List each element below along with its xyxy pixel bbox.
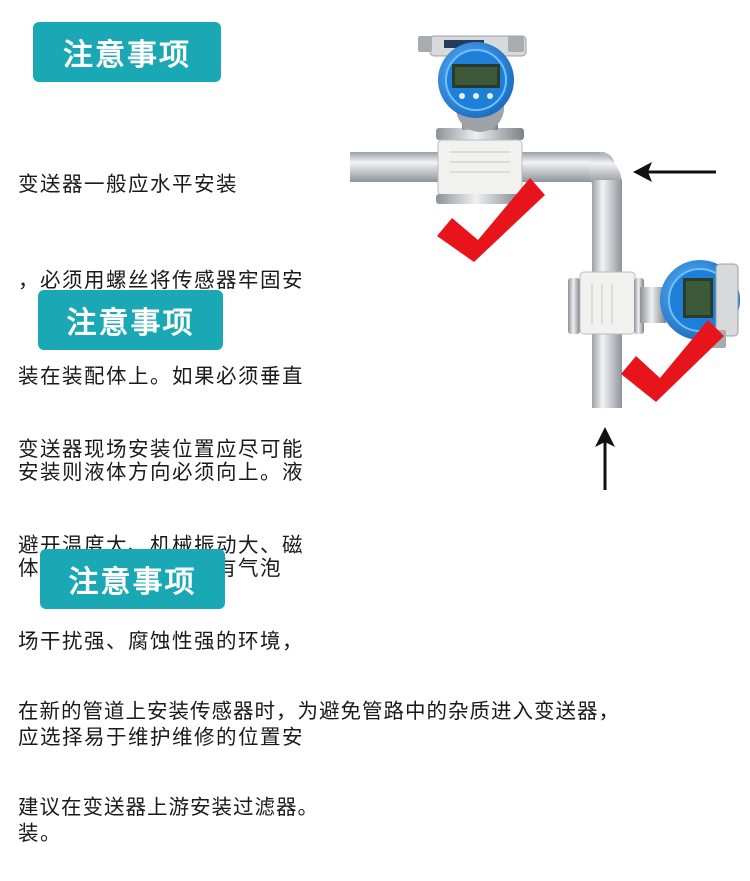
section-1-line: 安装则液体方向必须向上。液	[18, 460, 304, 484]
section-2-heading: 注意事项	[38, 290, 223, 350]
section-1-heading: 注意事项	[33, 22, 221, 82]
section-1-line: 变送器一般应水平安装	[18, 172, 238, 196]
flowmeter-horizontal	[418, 35, 527, 204]
installation-diagram	[350, 35, 740, 490]
checkmark-icon	[621, 320, 724, 402]
section-3-line: 建议在变送器上游安装过滤器。	[18, 795, 319, 819]
section-1-line: ，必须用螺丝将传感器牢固安	[18, 268, 304, 292]
section-2-line: 场干扰强、腐蚀性强的环境，	[18, 629, 304, 653]
section-2-line: 变送器现场安装位置应尽可能	[18, 437, 304, 461]
section-3-heading: 注意事项	[40, 549, 225, 609]
flowmeter-vertical	[568, 260, 740, 348]
checkmark-icon	[437, 178, 545, 262]
flow-arrow-icon	[633, 162, 716, 182]
section-1-line: 装在装配体上。如果必须垂直	[18, 364, 304, 388]
flow-arrow-icon	[595, 427, 615, 490]
